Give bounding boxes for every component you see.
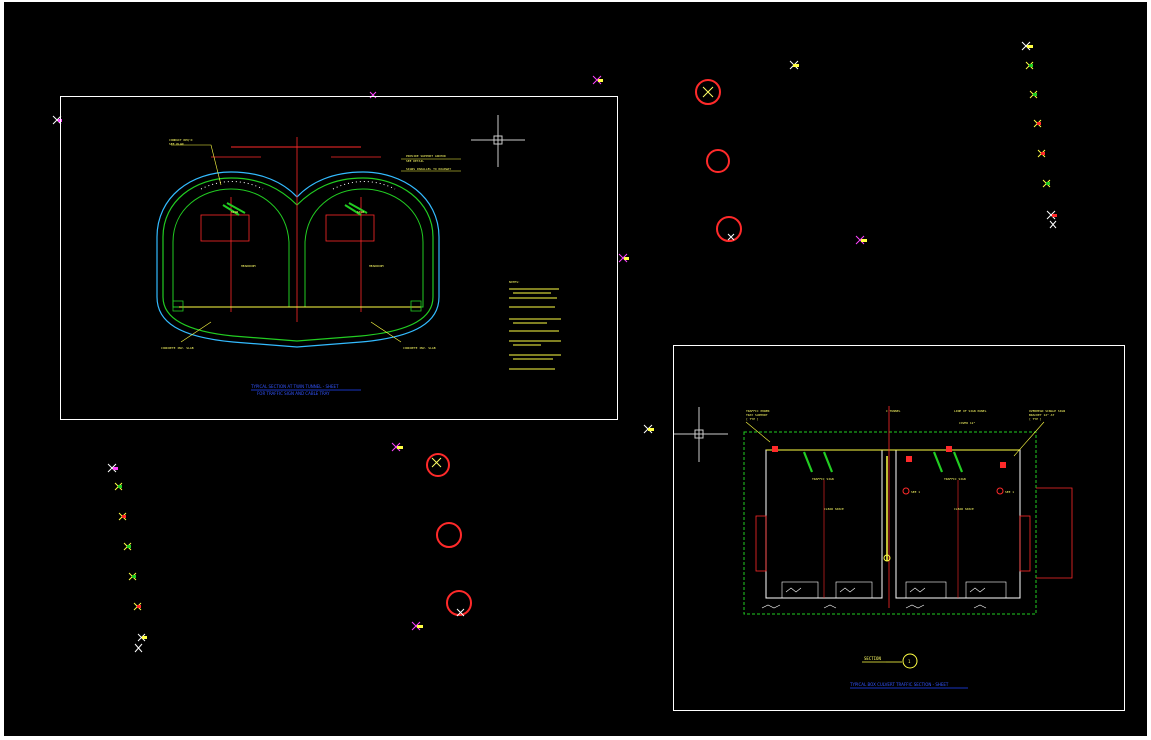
left-slab-callout: CONCRETE INV. SLAB — [161, 346, 194, 350]
svg-text:COVER 12": COVER 12" — [959, 421, 975, 425]
svg-text:PROVIDE SUPPORT ANCHOR: PROVIDE SUPPORT ANCHOR — [406, 154, 446, 158]
svg-text:TRAFFIC POWER: TRAFFIC POWER — [746, 409, 770, 413]
svg-text:HEADROOM: HEADROOM — [241, 264, 256, 268]
box-section-sheet[interactable]: TRAFFIC POWER TRAY SUPPORT [ TYP ] C TUN… — [673, 345, 1125, 711]
box-section-drawing: TRAFFIC POWER TRAY SUPPORT [ TYP ] C TUN… — [743, 406, 1073, 689]
tagged-point-icon[interactable] — [1021, 41, 1033, 51]
svg-text:SEE PLAN: SEE PLAN — [169, 142, 184, 146]
tunnel-section-drawing: CONDUIT REQ'D SEE PLAN PROVIDE SUPPORT A… — [156, 115, 561, 396]
tagged-point-icon[interactable] — [1033, 119, 1042, 128]
floor-hatch — [761, 581, 1007, 609]
svg-text:CLEAR SPACE: CLEAR SPACE — [954, 507, 974, 511]
tunnel-title-line2: FOR TRAFFIC SIGN AND CABLE TRAY — [257, 391, 330, 396]
tagged-point-icon[interactable] — [1029, 90, 1038, 99]
svg-text:SEE 1: SEE 1 — [1005, 490, 1014, 494]
tagged-point-icon[interactable] — [618, 253, 629, 263]
crosshair-icon — [674, 407, 728, 462]
tagged-point-icon[interactable] — [134, 633, 147, 653]
svg-text:SEE DETAIL: SEE DETAIL — [406, 159, 424, 163]
section-label: SECTION — [864, 656, 881, 661]
tagged-point-icon[interactable] — [133, 602, 142, 611]
cad-drawing-canvas[interactable]: CONDUIT REQ'D SEE PLAN PROVIDE SUPPORT A… — [4, 2, 1147, 736]
svg-text:CONDUIT REQ'D: CONDUIT REQ'D — [169, 138, 193, 142]
svg-text:SIGN: SIGN — [231, 210, 238, 214]
right-slab-callout: CONCRETE INV. SLAB — [403, 346, 436, 350]
svg-text:TRAY SUPPORT: TRAY SUPPORT — [746, 413, 768, 417]
tagged-point-icon[interactable] — [411, 621, 423, 631]
tagged-point-icon[interactable] — [1042, 179, 1051, 188]
model-space-layer[interactable] — [4, 2, 1147, 736]
notes-title: NOTES: — [509, 280, 520, 284]
revision-cloud-icon[interactable] — [426, 453, 450, 477]
svg-text:[ TYP ]: [ TYP ] — [1029, 417, 1042, 421]
tagged-point-icon[interactable] — [592, 75, 603, 85]
tagged-point-icon[interactable] — [1046, 210, 1057, 229]
tagged-point-icon[interactable] — [118, 512, 127, 521]
tagged-point-icon[interactable] — [128, 572, 137, 581]
tagged-point-icon[interactable] — [855, 235, 867, 245]
crosshair-icon — [471, 115, 525, 167]
revision-cloud-icon[interactable] — [436, 522, 462, 548]
svg-text:OVERHEAD SINGLE SIGN: OVERHEAD SINGLE SIGN — [1029, 409, 1065, 413]
svg-text:TRAFFIC SIGN: TRAFFIC SIGN — [812, 477, 834, 481]
tagged-point-icon[interactable] — [391, 442, 403, 452]
svg-text:SEE 1: SEE 1 — [911, 490, 920, 494]
svg-text:LINE OF SIGN PANEL: LINE OF SIGN PANEL — [954, 409, 987, 413]
tagged-point-icon[interactable] — [114, 482, 123, 491]
tagged-point-icon[interactable] — [643, 424, 654, 434]
svg-text:[ TYP ]: [ TYP ] — [746, 417, 759, 421]
tagged-point-icon[interactable] — [1025, 61, 1034, 70]
svg-text:SIGN: SIGN — [357, 210, 364, 214]
tagged-point-icon[interactable] — [369, 91, 377, 99]
section-number: 1 — [908, 659, 911, 664]
tagged-point-icon[interactable] — [107, 463, 118, 473]
tunnel-section-sheet[interactable]: CONDUIT REQ'D SEE PLAN PROVIDE SUPPORT A… — [60, 96, 618, 420]
svg-text:C TUNNEL: C TUNNEL — [886, 409, 901, 413]
box-section-title: TYPICAL BOX CULVERT TRAFFIC SECTION - SH… — [849, 682, 949, 687]
tunnel-title-line1: TYPICAL SECTION AT TWIN TUNNEL - SHEET — [250, 384, 339, 389]
notes-list — [509, 288, 561, 370]
svg-text:BRACKET 12" AT: BRACKET 12" AT — [1029, 413, 1054, 417]
tagged-point-icon[interactable] — [789, 60, 799, 70]
revision-cloud-icon[interactable] — [446, 590, 472, 617]
svg-text:CLEAR SPACE: CLEAR SPACE — [824, 507, 844, 511]
revision-cloud-icon[interactable] — [695, 79, 721, 105]
box-annotations: TRAFFIC POWER TRAY SUPPORT [ TYP ] C TUN… — [746, 409, 1065, 511]
svg-text:SIGNS PARALLEL TO ROADWAY: SIGNS PARALLEL TO ROADWAY — [406, 167, 451, 171]
tagged-point-icon[interactable] — [1037, 149, 1046, 158]
tagged-point-icon[interactable] — [123, 542, 132, 551]
revision-cloud-icon[interactable] — [716, 216, 742, 242]
svg-text:TRAFFIC SIGN: TRAFFIC SIGN — [944, 477, 966, 481]
revision-cloud-icon[interactable] — [706, 149, 730, 173]
svg-text:HEADROOM: HEADROOM — [369, 264, 384, 268]
tunnel-annotations: CONDUIT REQ'D SEE PLAN PROVIDE SUPPORT A… — [169, 138, 451, 268]
